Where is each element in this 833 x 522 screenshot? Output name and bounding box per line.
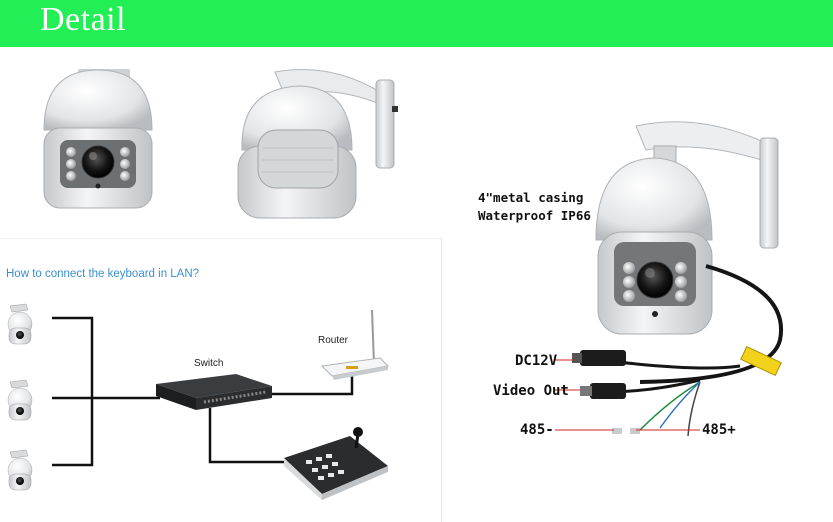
camera-side-photo — [237, 69, 398, 219]
rs485-minus-callout: 485- — [520, 422, 554, 438]
lan-diagram-title: How to connect the keyboard in LAN? — [6, 268, 200, 280]
keyboard-controller-icon — [284, 427, 388, 500]
casing-callout: 4"metal casing — [478, 190, 584, 205]
waterproof-callout: Waterproof IP66 — [478, 208, 591, 223]
video-out-callout: Video Out — [493, 383, 569, 399]
page-title: Detail — [40, 1, 127, 38]
header-bar: Detail — [0, 0, 833, 47]
router-label: Router — [318, 335, 349, 346]
camera-large-photo — [555, 121, 784, 437]
camera-front-photo — [43, 69, 153, 209]
lan-diagram — [7, 303, 390, 500]
switch-label: Switch — [194, 358, 224, 369]
dc12v-callout: DC12V — [515, 353, 558, 369]
router-icon — [320, 309, 390, 380]
rs485-plus-callout: 485+ — [702, 422, 736, 438]
lan-diagram-panel — [0, 238, 442, 522]
network-switch-icon — [156, 374, 272, 410]
